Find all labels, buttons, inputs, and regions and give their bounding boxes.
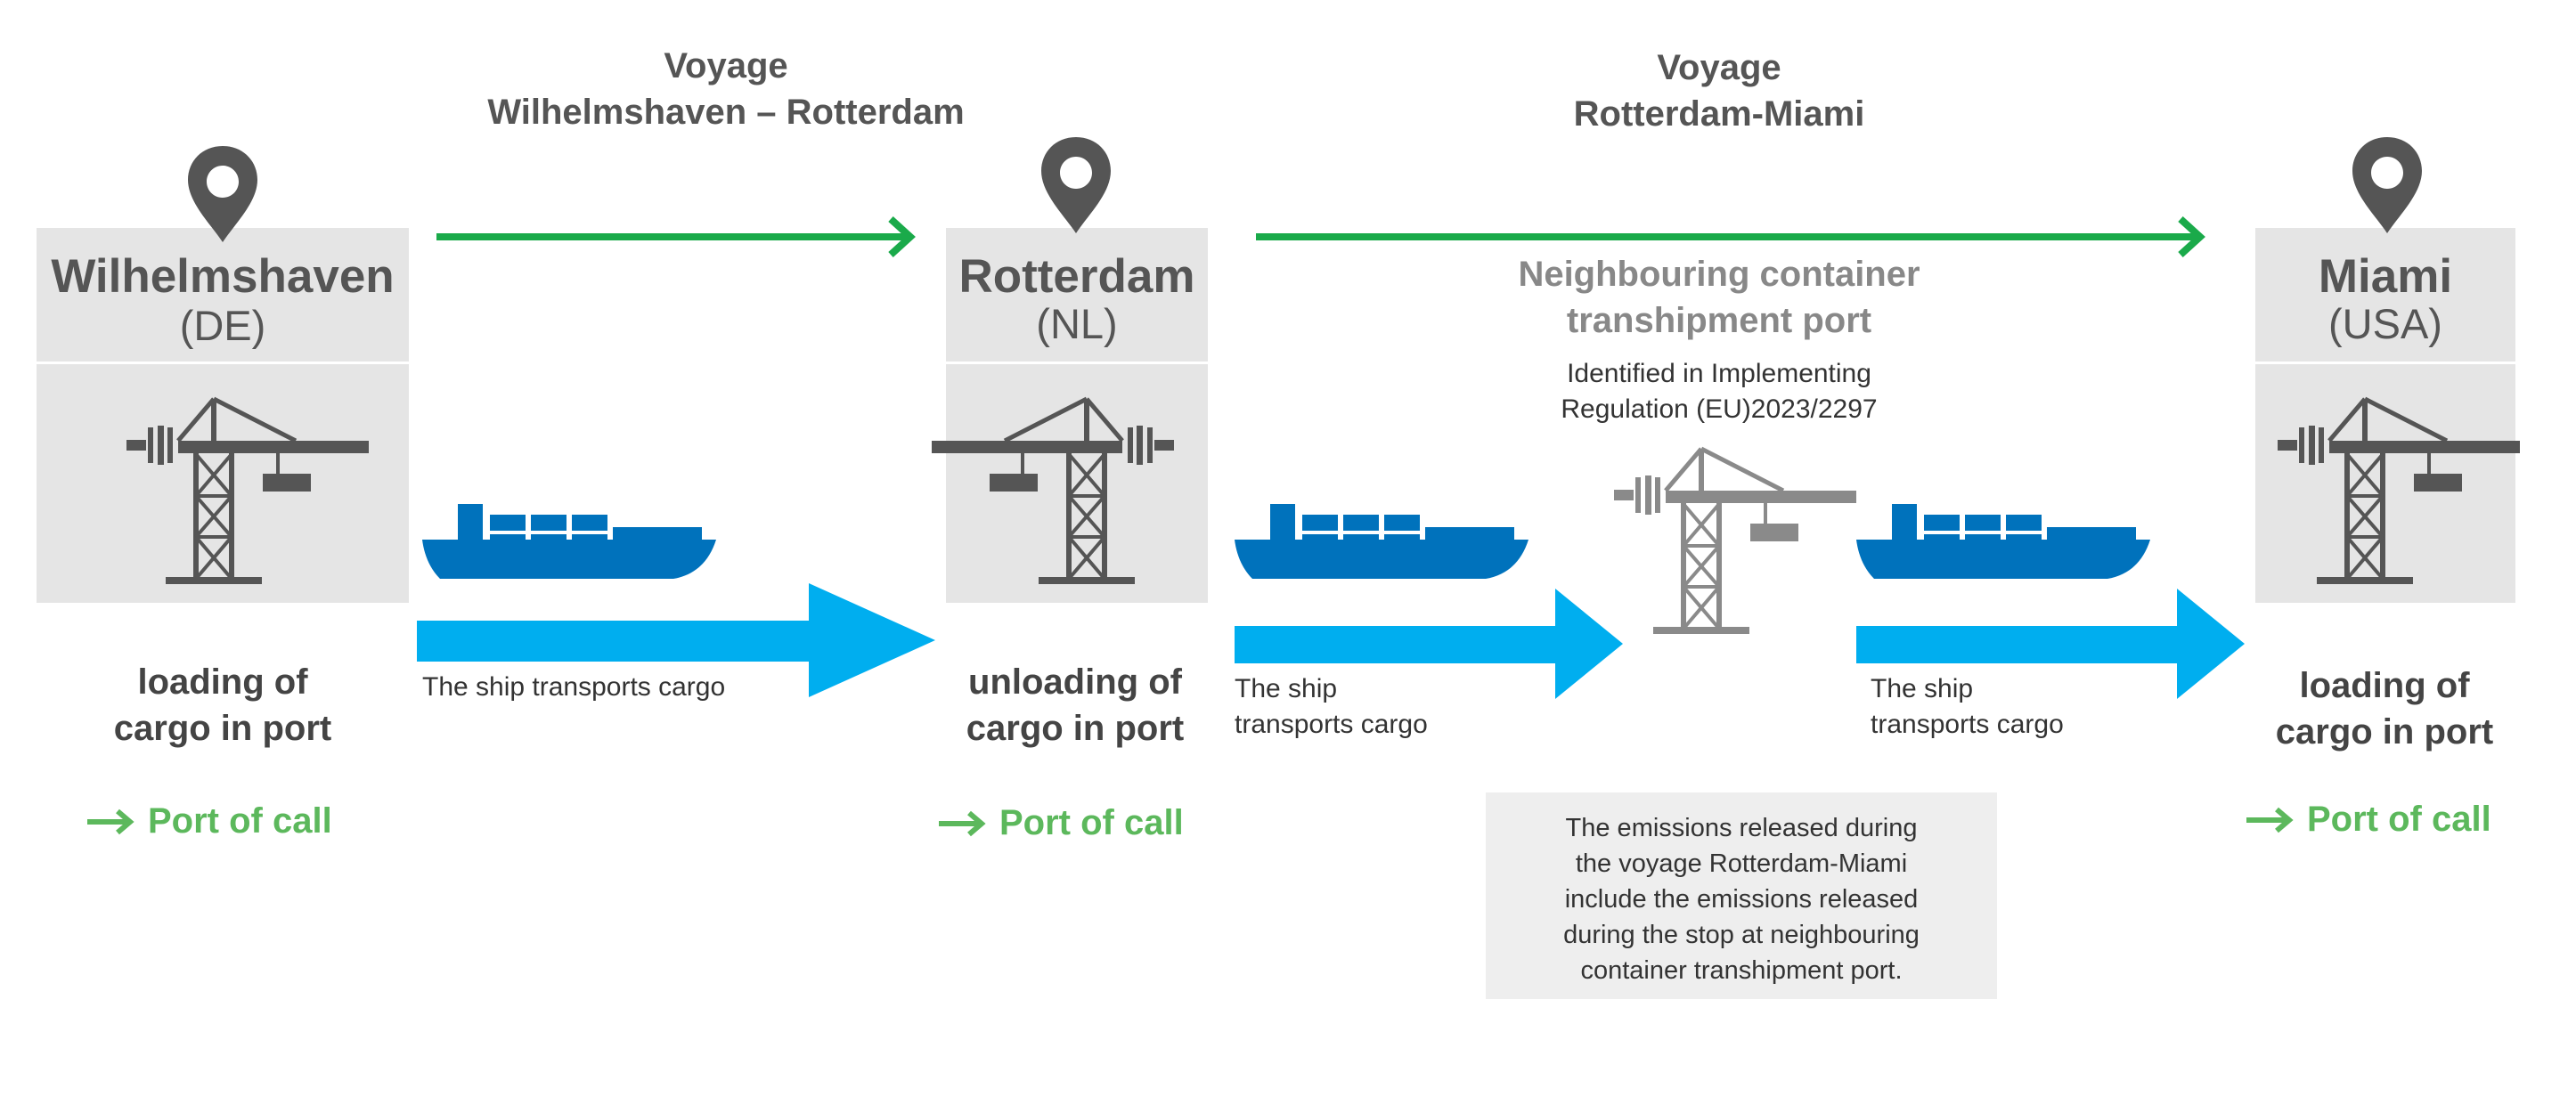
port-name: Miami bbox=[2318, 250, 2453, 303]
arrow-right-icon bbox=[939, 810, 986, 836]
activity-line-1: loading of bbox=[137, 662, 308, 702]
arrow-right-icon bbox=[87, 809, 135, 834]
transport-label-line-2: transports cargo bbox=[1235, 710, 1428, 739]
port-country: (USA) bbox=[2328, 300, 2442, 347]
voyage-arrow-2 bbox=[1256, 216, 2205, 257]
container-ship-icon bbox=[1856, 504, 2150, 579]
voyage-title-2: Voyage Rotterdam-Miami bbox=[1372, 45, 2067, 137]
neighbour-port-title: Neighbouring container transhipment port bbox=[1416, 251, 2022, 344]
activity-line-1: unloading of bbox=[968, 662, 1182, 702]
port-name: Wilhelmshaven bbox=[51, 250, 395, 303]
neighbour-port-subtitle: Identified in Implementing Regulation (E… bbox=[1452, 356, 1986, 427]
voyage-arrow-1 bbox=[436, 216, 916, 257]
port-call-label: Port of call bbox=[2307, 800, 2491, 839]
crane-icon bbox=[2276, 392, 2481, 588]
port-of-call: Port of call bbox=[937, 803, 1184, 843]
location-pin-icon bbox=[1041, 137, 1111, 233]
transport-label: The ship transports cargo bbox=[1235, 671, 1428, 743]
port-name: Rotterdam bbox=[958, 250, 1195, 303]
port-activity: loading of cargo in port bbox=[2211, 662, 2558, 755]
transport-label: The ship transports cargo bbox=[1871, 671, 2064, 743]
note-line: The emissions released during bbox=[1565, 814, 1918, 842]
activity-line-2: cargo in port bbox=[2275, 712, 2494, 752]
transport-label-line-1: The ship bbox=[1871, 674, 1974, 703]
port-divider bbox=[946, 362, 1208, 364]
voyage-route: Rotterdam-Miami bbox=[1573, 94, 1865, 134]
transport-label-line-2: transports cargo bbox=[1871, 710, 2064, 739]
container-ship-icon bbox=[1235, 504, 1528, 579]
activity-line-1: loading of bbox=[2299, 666, 2470, 705]
port-divider bbox=[37, 362, 409, 364]
note-line: during the stop at neighbouring bbox=[1563, 921, 1920, 949]
voyage-label: Voyage bbox=[1657, 48, 1781, 87]
port-activity: loading of cargo in port bbox=[37, 659, 409, 752]
port-of-call: Port of call bbox=[86, 801, 332, 841]
voyage-title-1: Voyage Wilhelmshaven – Rotterdam bbox=[365, 43, 1087, 135]
transport-label: The ship transports cargo bbox=[422, 672, 726, 702]
location-pin-icon bbox=[188, 146, 257, 242]
note-line: container transhipment port. bbox=[1580, 956, 1903, 985]
neighbour-title-line-1: Neighbouring container bbox=[1518, 255, 1920, 294]
transport-arrow-2 bbox=[1235, 589, 1623, 699]
note-line: the voyage Rotterdam-Miami bbox=[1575, 849, 1908, 878]
emissions-note-text: The emissions released during the voyage… bbox=[1486, 810, 1997, 988]
arrow-right-icon bbox=[2246, 807, 2294, 833]
location-pin-icon bbox=[2352, 137, 2422, 233]
voyage-label: Voyage bbox=[664, 46, 788, 85]
transport-arrow-3 bbox=[1856, 589, 2245, 699]
voyage-route: Wilhelmshaven – Rotterdam bbox=[487, 93, 965, 132]
port-country: (DE) bbox=[179, 302, 266, 349]
transport-label-line-1: The ship bbox=[1235, 674, 1338, 703]
container-ship-icon bbox=[422, 504, 716, 579]
port-divider bbox=[2255, 362, 2515, 364]
crane-icon bbox=[1612, 442, 1817, 638]
neighbour-sub-line-1: Identified in Implementing bbox=[1567, 359, 1871, 388]
activity-line-2: cargo in port bbox=[966, 709, 1185, 748]
port-call-label: Port of call bbox=[148, 801, 332, 841]
port-call-label: Port of call bbox=[999, 803, 1184, 842]
port-country: (NL) bbox=[1036, 300, 1118, 347]
port-box-wilhelmshaven bbox=[37, 228, 409, 603]
transport-arrow-1 bbox=[417, 583, 935, 697]
port-of-call: Port of call bbox=[2245, 800, 2491, 840]
activity-line-2: cargo in port bbox=[113, 709, 332, 748]
emissions-note-box bbox=[1486, 792, 1997, 999]
port-box-rotterdam bbox=[946, 228, 1208, 603]
neighbour-sub-line-2: Regulation (EU)2023/2297 bbox=[1561, 394, 1878, 424]
port-activity: unloading of cargo in port bbox=[901, 659, 1249, 752]
neighbour-title-line-2: transhipment port bbox=[1566, 301, 1872, 340]
crane-icon bbox=[125, 392, 330, 588]
note-line: include the emissions released bbox=[1564, 885, 1919, 914]
crane-icon bbox=[971, 392, 1176, 588]
